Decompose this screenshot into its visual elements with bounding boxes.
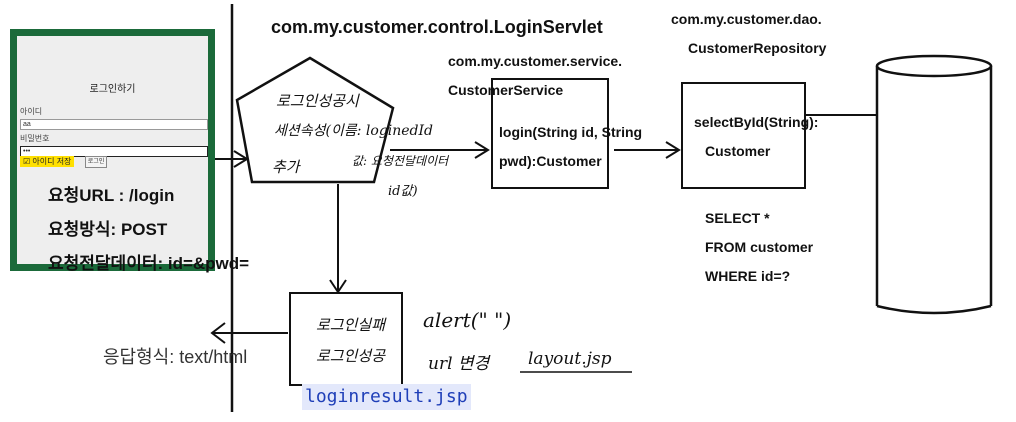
sql-from: FROM customer bbox=[705, 239, 814, 255]
dao-package: com.my.customer.dao. bbox=[671, 11, 822, 27]
result-jsp-filename: loginresult.jsp bbox=[302, 384, 471, 410]
password-input[interactable]: ••• bbox=[20, 146, 208, 157]
dao-box bbox=[681, 82, 806, 189]
note-value: 값: 요청전달데이터 bbox=[352, 154, 449, 168]
arrowhead-result-to-client bbox=[210, 322, 226, 344]
arrowhead-form-to-servlet bbox=[233, 150, 249, 168]
request-url: 요청URL : /login bbox=[48, 186, 175, 205]
service-method-line2: pwd):Customer bbox=[499, 153, 602, 169]
note-alert: alert(" ") bbox=[423, 308, 512, 332]
sql-where: WHERE id=? bbox=[705, 268, 791, 284]
result-box bbox=[289, 292, 403, 386]
response-format: 응답형식: text/html bbox=[103, 347, 248, 367]
login-submit-button[interactable]: 로그인 bbox=[85, 156, 107, 168]
dao-class: CustomerRepository bbox=[688, 40, 827, 56]
password-label: 비밀번호 bbox=[20, 134, 50, 143]
note-id-value: id값) bbox=[388, 184, 418, 199]
service-package: com.my.customer.service. bbox=[448, 53, 623, 69]
arrowhead-service-to-dao bbox=[665, 141, 681, 159]
id-label: 아이디 bbox=[20, 107, 43, 116]
service-box bbox=[491, 78, 609, 189]
login-submit-label: 로그인 bbox=[87, 159, 105, 165]
service-method-line1: login(String id, String bbox=[499, 124, 643, 140]
database-cylinder bbox=[875, 54, 993, 315]
dao-method-line1: selectById(String): bbox=[694, 114, 819, 130]
servlet-pentagon bbox=[235, 56, 395, 184]
servlet-title: com.my.customer.control.LoginServlet bbox=[271, 17, 603, 37]
arrowhead-servlet-to-service bbox=[474, 141, 490, 159]
login-form-title: 로그인하기 bbox=[89, 84, 136, 95]
id-input[interactable]: aa bbox=[20, 119, 208, 130]
login-form-screenshot: 로그인하기 아이디 aa 비밀번호 ••• ☑ 아이디 저장 로그인 bbox=[10, 29, 215, 271]
save-id-checkbox[interactable]: ☑ 아이디 저장 bbox=[20, 156, 75, 167]
request-data: 요청전달데이터: id=&pwd= bbox=[48, 254, 250, 273]
note-add: 추가 bbox=[272, 158, 300, 176]
note-session-attr: 세션속성(이름: loginedId bbox=[274, 123, 434, 139]
note-layout-jsp: layout.jsp bbox=[528, 349, 612, 369]
note-url-change: url 변경 bbox=[428, 354, 490, 374]
service-class: CustomerService bbox=[448, 82, 564, 98]
dao-method-line2: Customer bbox=[705, 143, 771, 159]
sql-select: SELECT * bbox=[705, 210, 770, 226]
note-login-fail: 로그인실패 bbox=[316, 316, 386, 334]
note-login-ok: 로그인성공 bbox=[316, 347, 386, 365]
request-method: 요청방식: POST bbox=[48, 220, 168, 239]
note-login-success: 로그인성공시 bbox=[276, 92, 359, 110]
